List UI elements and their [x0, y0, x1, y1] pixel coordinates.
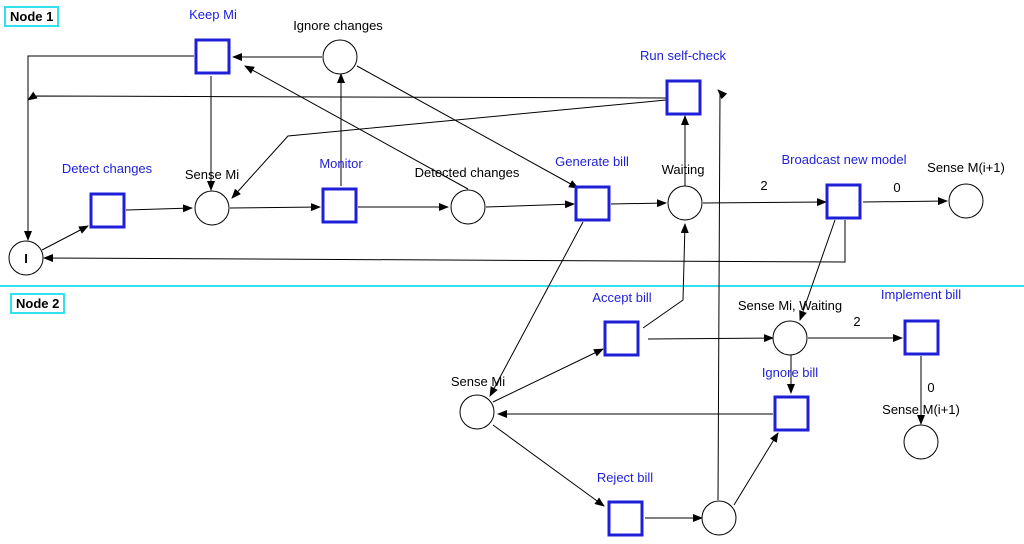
transition-keep-mi: [194, 38, 231, 75]
place-label-sense-mi-node2: Sense Mi: [451, 374, 505, 389]
arc: [642, 223, 689, 329]
arc: [862, 197, 948, 206]
arc: [717, 89, 728, 501]
transition-run-self-check: [665, 79, 702, 116]
arc: [492, 424, 605, 507]
place-label-sense-next-node1: Sense M(i+1): [927, 160, 1005, 175]
arc: [27, 91, 667, 101]
arcs-node2: [492, 223, 925, 522]
arc-weight: 0: [927, 380, 934, 395]
transition-label-run-self-check: Run self-check: [640, 48, 726, 63]
place-init: [8, 240, 44, 276]
place-sense-next-node1: [948, 183, 984, 219]
place-label-sense-mi-waiting: Sense Mi, Waiting: [738, 298, 842, 313]
transition-label-generate-bill: Generate bill: [555, 154, 629, 169]
transition-label-reject-bill: Reject bill: [597, 470, 653, 485]
arc: [610, 199, 667, 208]
transition-detect-changes: [89, 192, 126, 229]
arc: [244, 65, 469, 190]
place-reject-output: [701, 500, 737, 536]
place-detected-changes: [450, 189, 486, 225]
place-label-ignore-changes: Ignore changes: [293, 18, 383, 33]
place-sense-mi-waiting: [772, 320, 808, 356]
transition-generate-bill: [574, 185, 611, 222]
transition-label-broadcast: Broadcast new model: [781, 152, 906, 167]
transition-label-monitor: Monitor: [319, 156, 363, 171]
place-label-waiting-node1: Waiting: [662, 162, 705, 177]
transition-broadcast: [825, 183, 862, 220]
arc: [647, 334, 774, 343]
arc: [231, 99, 667, 199]
arc: [489, 221, 584, 397]
arc: [702, 198, 827, 207]
transition-implement-bill: [903, 319, 940, 356]
arc: [492, 348, 604, 403]
arc: [125, 204, 193, 213]
place-sense-mi-node1: [194, 190, 230, 226]
place-label-sense-mi-node1: Sense Mi: [185, 167, 239, 182]
place-waiting-node1: [667, 185, 703, 221]
arcs: [24, 53, 948, 501]
transitions: [89, 38, 940, 537]
transition-label-keep-mi: Keep Mi: [189, 7, 237, 22]
arc: [41, 225, 89, 251]
arc: [43, 220, 846, 263]
node1-region-label: Node 1: [4, 6, 60, 27]
arc: [799, 219, 836, 321]
place-sense-next-node2: [903, 424, 939, 460]
arc: [24, 55, 194, 241]
place-ignore-changes: [322, 39, 358, 75]
arc-weight: 2: [760, 178, 767, 193]
arc: [229, 203, 321, 212]
transition-label-accept-bill: Accept bill: [592, 290, 651, 305]
place-label-sense-next-node2: Sense M(i+1): [882, 402, 960, 417]
places: [8, 39, 984, 536]
arc-weight: 0: [893, 180, 900, 195]
place-label-detected-changes: Detected changes: [415, 165, 520, 180]
transition-label-detect-changes: Detect changes: [62, 161, 153, 176]
place-init-label: I: [24, 251, 28, 266]
transition-monitor: [321, 187, 358, 224]
transition-ignore-bill: [773, 395, 810, 432]
arc: [356, 65, 579, 189]
transition-accept-bill: [603, 320, 640, 357]
transition-label-implement-bill: Implement bill: [881, 287, 961, 302]
arc: [485, 200, 575, 209]
transition-reject-bill: [607, 500, 644, 537]
arc: [733, 432, 779, 506]
arc-weight: 2: [853, 314, 860, 329]
place-sense-mi-node2: [459, 394, 495, 430]
transition-label-ignore-bill: Ignore bill: [762, 365, 818, 380]
node2-region-label: Node 2: [10, 293, 66, 314]
